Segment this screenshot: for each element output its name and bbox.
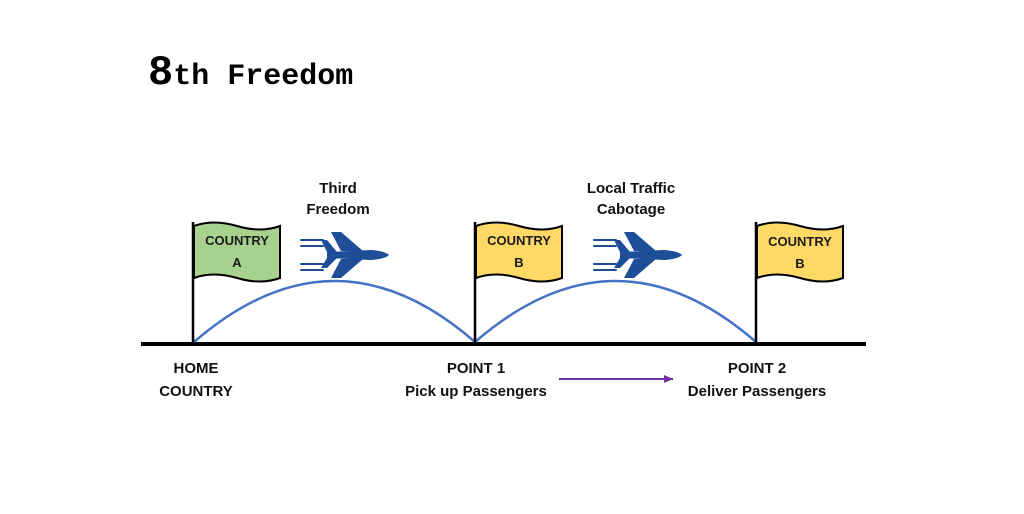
flag-country-a [191, 221, 281, 344]
flag-label-line2: B [795, 256, 805, 271]
segment-label-line1: Third [319, 180, 357, 197]
flag-label-line2: A [232, 255, 242, 270]
route-arc-1 [193, 279, 476, 343]
flag-label-b2: COUNTRY B [768, 231, 832, 275]
segment-label-line1: Local Traffic [586, 180, 676, 197]
page-title: 8th Freedom [148, 52, 353, 94]
point-label-line1: POINT 2 [727, 360, 787, 377]
route-arc-2 [474, 279, 757, 343]
flag-label-b1: COUNTRY B [487, 230, 551, 274]
title-suffix: th Freedom [173, 60, 354, 94]
point-label-line2: Pick up Passengers [405, 383, 547, 400]
flag-label-line1: COUNTRY [205, 233, 269, 248]
flag-label-line1: COUNTRY [487, 233, 551, 248]
point-label-point1: POINT 1 Pick up Passengers [405, 357, 547, 403]
segment-label-third-freedom: Third Freedom [306, 178, 369, 220]
flag-country-b-point2 [754, 221, 844, 344]
point-label-point2: POINT 2 Deliver Passengers [688, 357, 826, 403]
point-label-line1: POINT 1 [446, 360, 506, 377]
flag-label-line1: COUNTRY [768, 234, 832, 249]
title-number: 8 [148, 49, 174, 97]
flag-country-b-point1 [473, 221, 563, 344]
point-label-home: HOME COUNTRY [159, 357, 233, 403]
airplane-icon [300, 231, 390, 279]
airplane-icon [593, 231, 683, 279]
segment-label-line2: Freedom [306, 201, 370, 218]
flag-label-line2: B [514, 255, 524, 270]
segment-label-line2: Cabotage [596, 201, 666, 218]
segment-label-cabotage: Local Traffic Cabotage [587, 178, 675, 220]
point-label-line2: Deliver Passengers [687, 383, 827, 400]
point-label-line1: HOME [173, 360, 219, 377]
flag-label-a: COUNTRY A [205, 230, 269, 274]
point-label-line2: COUNTRY [159, 383, 233, 400]
